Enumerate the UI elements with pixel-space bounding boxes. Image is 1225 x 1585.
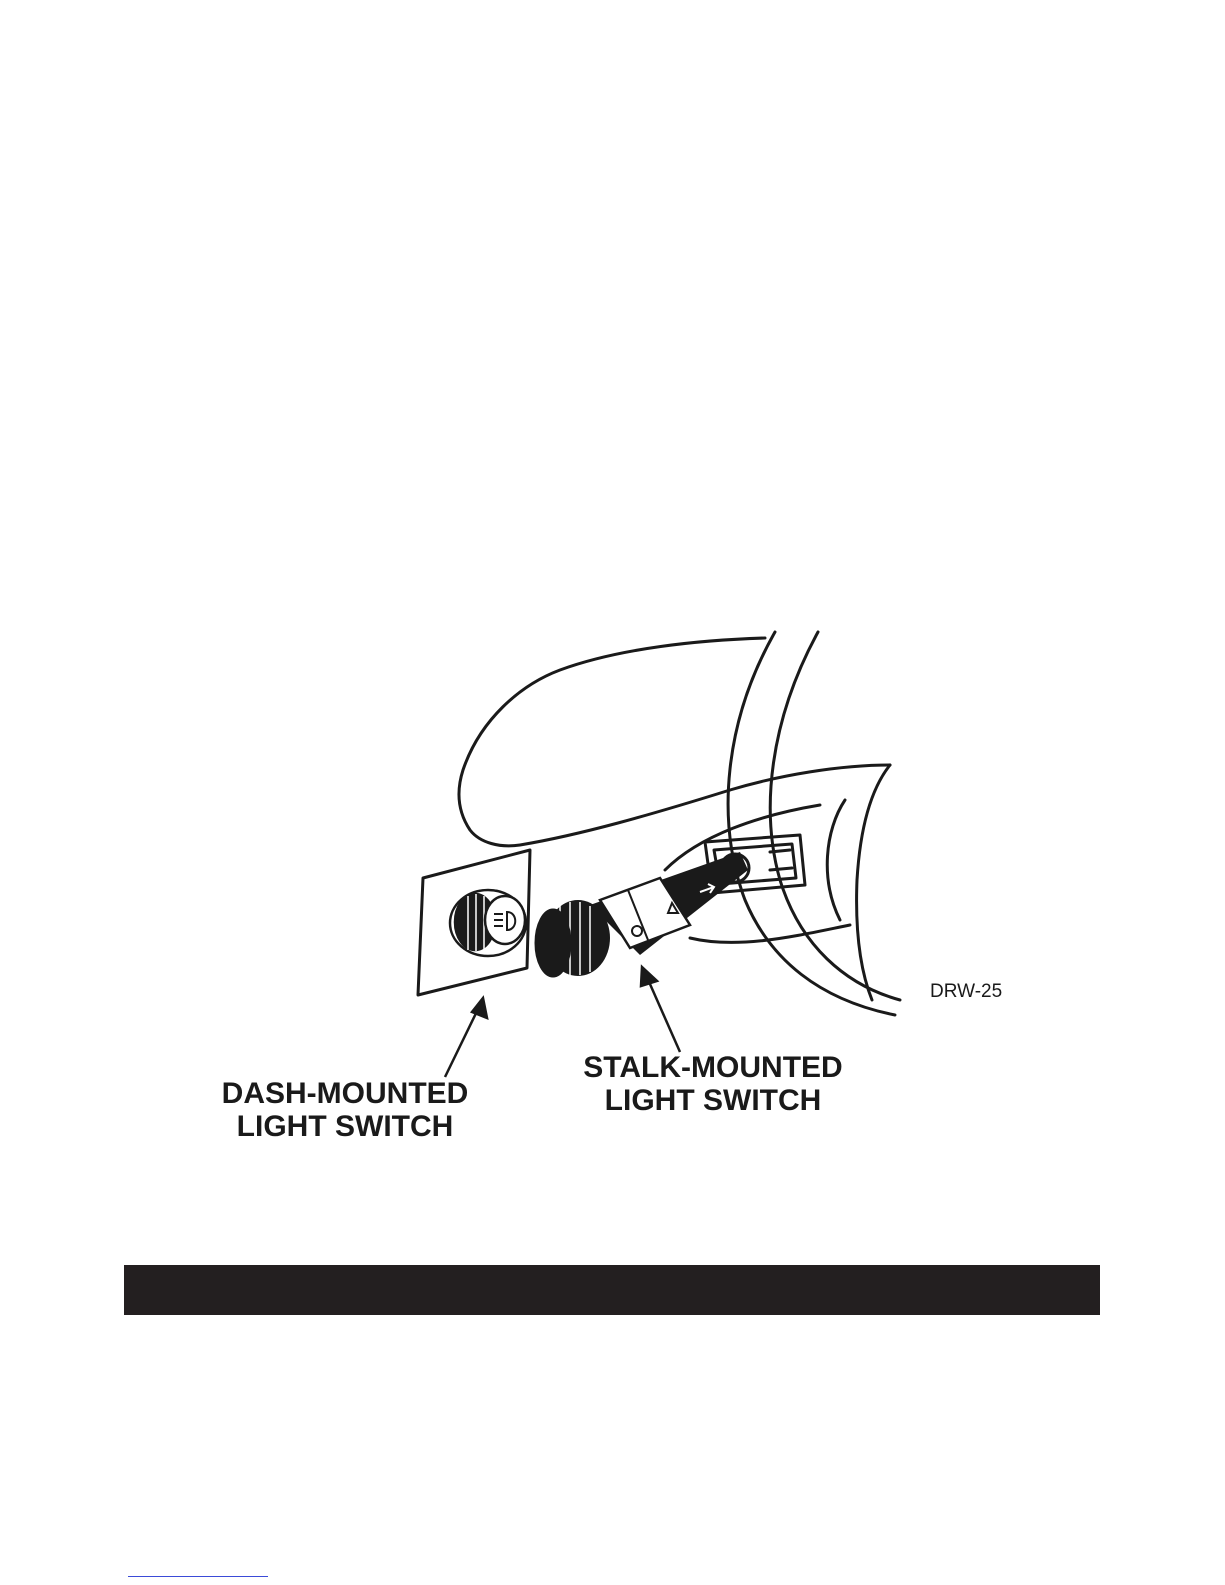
dash-panel-right <box>857 765 890 1000</box>
stalk-light-switch <box>535 852 748 977</box>
footer-link-rule <box>128 1576 268 1577</box>
stalk-mounted-switch-callout: STALK-MOUNTED LIGHT SWITCH <box>558 1051 868 1117</box>
dash-mounted-switch-callout: DASH-MOUNTED LIGHT SWITCH <box>190 1077 500 1143</box>
dash-vent-curve <box>827 800 845 920</box>
dash-callout-arrow <box>445 998 487 1077</box>
instrument-cluster-hood <box>459 638 765 846</box>
section-header-bar <box>124 1265 1100 1315</box>
stalk-callout-arrow <box>641 967 680 1052</box>
steering-wheel-outer <box>728 632 895 1015</box>
dash-panel-outline <box>730 765 890 790</box>
dash-callout-line1: DASH-MOUNTED <box>190 1077 500 1110</box>
dash-callout-line2: LIGHT SWITCH <box>190 1110 500 1143</box>
figure-id-label: DRW-25 <box>930 981 1014 1003</box>
dash-shroud-lower <box>690 925 850 942</box>
stalk-callout-line1: STALK-MOUNTED <box>558 1051 868 1084</box>
stalk-callout-line2: LIGHT SWITCH <box>558 1084 868 1117</box>
